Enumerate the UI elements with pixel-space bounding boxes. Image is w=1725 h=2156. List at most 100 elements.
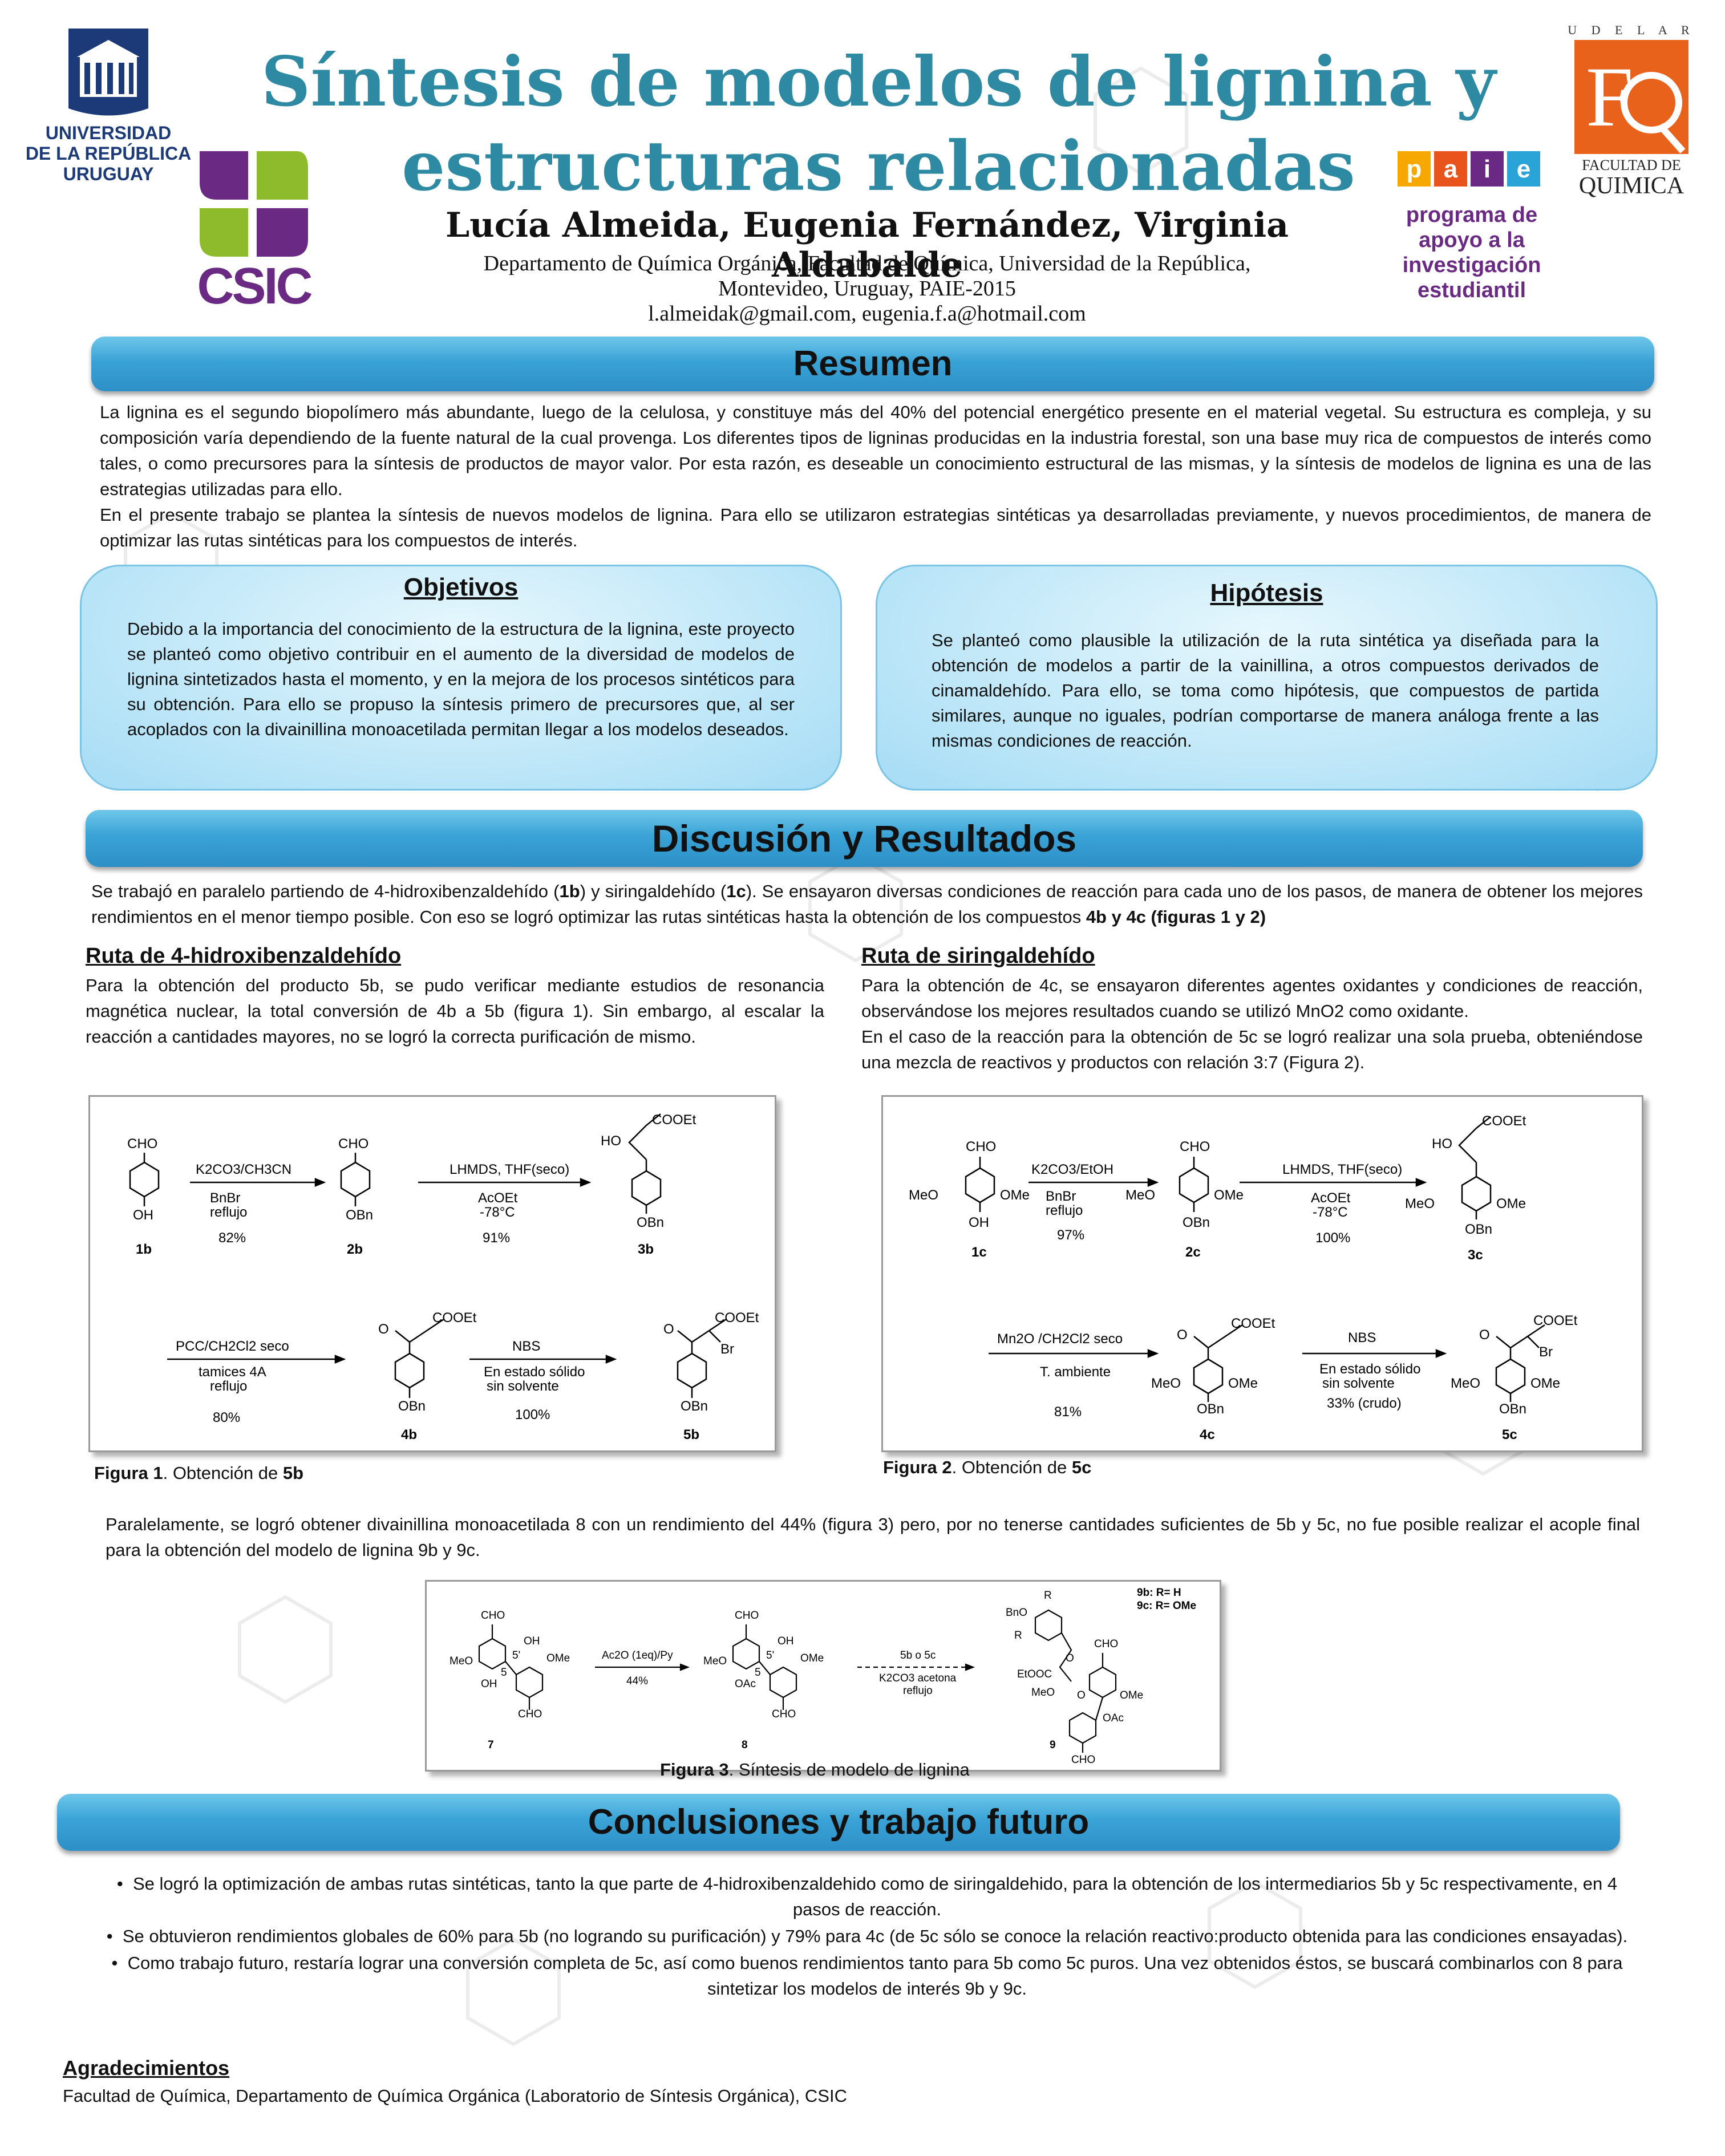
svg-text:5c: 5c — [1502, 1427, 1517, 1442]
figure-2-caption: Figura 2. Obtención de 5c — [883, 1457, 1092, 1477]
svg-text:EtOOC: EtOOC — [1017, 1668, 1052, 1680]
fq-monogram: F — [1574, 40, 1688, 154]
svg-text:K2CO3/CH3CN: K2CO3/CH3CN — [196, 1162, 291, 1177]
affiliation-line2: Montevideo, Uruguay, PAIE-2015 — [718, 277, 1016, 301]
svg-text:reflujo: reflujo — [903, 1685, 933, 1697]
svg-text:OMe: OMe — [1496, 1196, 1526, 1211]
svg-text:OMe: OMe — [1120, 1689, 1143, 1701]
svg-text:OH: OH — [778, 1635, 794, 1647]
svg-text:BnBr: BnBr — [1046, 1189, 1076, 1204]
svg-text:80%: 80% — [213, 1410, 240, 1425]
fq-line2: QUIMICA — [1578, 173, 1684, 199]
svg-text:100%: 100% — [515, 1407, 550, 1423]
svg-text:COOEt: COOEt — [432, 1310, 477, 1326]
svg-text:OH: OH — [524, 1635, 540, 1647]
svg-text:5': 5' — [512, 1650, 520, 1661]
objetivos-text: Debido a la importancia del conocimiento… — [127, 619, 795, 739]
svg-text:Br: Br — [720, 1342, 734, 1357]
svg-text:MeO: MeO — [1125, 1188, 1155, 1203]
svg-text:3b: 3b — [638, 1242, 654, 1257]
svg-text:OBn: OBn — [1499, 1401, 1526, 1417]
svg-text:reflujo: reflujo — [210, 1205, 247, 1220]
paie-letters-icon: p a i e — [1398, 151, 1540, 187]
udelar-name-line1: UNIVERSIDAD — [45, 123, 172, 143]
agradecimientos-text: Facultad de Química, Departamento de Quí… — [63, 2086, 847, 2106]
svg-text:Ac2O (1eq)/Py: Ac2O (1eq)/Py — [602, 1650, 673, 1661]
svg-text:BnBr: BnBr — [210, 1190, 240, 1206]
svg-text:OH: OH — [481, 1678, 497, 1690]
svg-text:reflujo: reflujo — [210, 1379, 247, 1394]
svg-text:CHO: CHO — [772, 1708, 796, 1720]
resumen-banner: Resumen — [91, 337, 1654, 391]
svg-text:NBS: NBS — [512, 1339, 540, 1354]
svg-text:MeO: MeO — [703, 1655, 727, 1667]
paralelo-text: Paralelamente, se logró obtener divainil… — [106, 1514, 1640, 1560]
svg-text:OBn: OBn — [1183, 1215, 1210, 1230]
svg-text:O: O — [1479, 1327, 1490, 1343]
ruta2-heading: Ruta de siringaldehído — [861, 944, 1095, 968]
svg-text:100%: 100% — [1315, 1230, 1350, 1246]
svg-text:CHO: CHO — [518, 1708, 542, 1720]
paie-line2: apoyo a la — [1419, 228, 1525, 252]
svg-text:OMe: OMe — [1214, 1188, 1244, 1203]
svg-text:5b: 5b — [683, 1427, 699, 1442]
conclusiones-banner: Conclusiones y trabajo futuro — [57, 1794, 1620, 1851]
hipotesis-box: Hipótesis Se planteó como plausible la u… — [876, 565, 1658, 791]
svg-text:O: O — [663, 1322, 674, 1337]
svg-text:O: O — [1077, 1689, 1086, 1701]
svg-text:HO: HO — [601, 1133, 621, 1149]
objetivos-box: Objetivos Debido a la importancia del co… — [80, 565, 842, 791]
paie-line4: estudiantil — [1417, 278, 1526, 302]
svg-text:4b: 4b — [401, 1427, 417, 1442]
title-line2: estructuras relacionadas — [402, 126, 1355, 206]
svg-text:MeO: MeO — [1151, 1376, 1181, 1391]
svg-text:OAc: OAc — [735, 1678, 756, 1690]
svg-text:-78°C: -78°C — [480, 1205, 515, 1220]
svg-text:7: 7 — [488, 1739, 494, 1751]
svg-text:BnO: BnO — [1006, 1607, 1027, 1619]
svg-text:OAc: OAc — [1103, 1712, 1124, 1724]
svg-text:PCC/CH2Cl2 seco: PCC/CH2Cl2 seco — [176, 1339, 289, 1354]
udelar-name-line3: URUGUAY — [63, 164, 154, 184]
agradecimientos-heading: Agradecimientos — [63, 2056, 230, 2080]
svg-text:OH: OH — [133, 1207, 153, 1223]
list-item: • Como trabajo futuro, restaría lograr u… — [111, 1953, 1623, 1999]
resumen-paragraph-1: La lignina es el segundo biopolímero más… — [100, 402, 1651, 499]
svg-text:9b: R= H: 9b: R= H — [1137, 1587, 1181, 1599]
svg-text:T. ambiente: T. ambiente — [1040, 1364, 1111, 1380]
svg-text:82%: 82% — [218, 1230, 246, 1246]
paie-line3: investigación — [1402, 253, 1541, 277]
discusion-intro: Se trabajó en paralelo partiendo de 4-hi… — [91, 881, 1643, 927]
svg-text:44%: 44% — [626, 1675, 648, 1687]
csic-squares-icon — [200, 151, 308, 257]
udelar-logo: UNIVERSIDAD DE LA REPÚBLICA URUGUAY — [23, 23, 194, 188]
fq-monogram-icon: F — [1586, 50, 1686, 153]
svg-text:AcOEt: AcOEt — [478, 1190, 518, 1206]
svg-text:COOEt: COOEt — [1533, 1313, 1578, 1328]
svg-text:4c: 4c — [1200, 1427, 1215, 1442]
svg-text:OBn: OBn — [637, 1215, 664, 1230]
affiliation: Departamento de Química Orgánica, Facult… — [365, 251, 1369, 326]
svg-text:sin solvente: sin solvente — [1322, 1376, 1395, 1391]
svg-text:i: i — [1484, 155, 1491, 183]
figure-1-caption: Figura 1. Obtención de 5b — [94, 1463, 304, 1483]
resumen-paragraph-2: En el presente trabajo se plantea la sín… — [100, 505, 1651, 550]
svg-text:81%: 81% — [1054, 1404, 1082, 1420]
svg-text:CHO: CHO — [966, 1139, 996, 1154]
svg-text:CHO: CHO — [338, 1136, 369, 1152]
svg-text:CHO: CHO — [1094, 1638, 1118, 1650]
svg-text:OMe: OMe — [1530, 1376, 1560, 1391]
svg-text:Br: Br — [1539, 1344, 1553, 1360]
svg-text:-78°C: -78°C — [1313, 1205, 1348, 1220]
svg-text:Mn2O /CH2Cl2 seco: Mn2O /CH2Cl2 seco — [997, 1331, 1123, 1347]
svg-text:R: R — [1014, 1630, 1022, 1642]
svg-text:MeO: MeO — [1405, 1196, 1435, 1211]
figure-3-caption: Figura 3. Síntesis de modelo de lignina — [660, 1760, 970, 1780]
svg-text:OBn: OBn — [1197, 1401, 1224, 1417]
svg-text:O: O — [378, 1322, 389, 1337]
svg-text:CHO: CHO — [735, 1610, 759, 1622]
svg-text:AcOEt: AcOEt — [1311, 1190, 1351, 1206]
ruta2-text-1: Para la obtención de 4c, se ensayaron di… — [861, 975, 1643, 1021]
svg-text:9c: R= OMe: 9c: R= OMe — [1137, 1600, 1196, 1612]
